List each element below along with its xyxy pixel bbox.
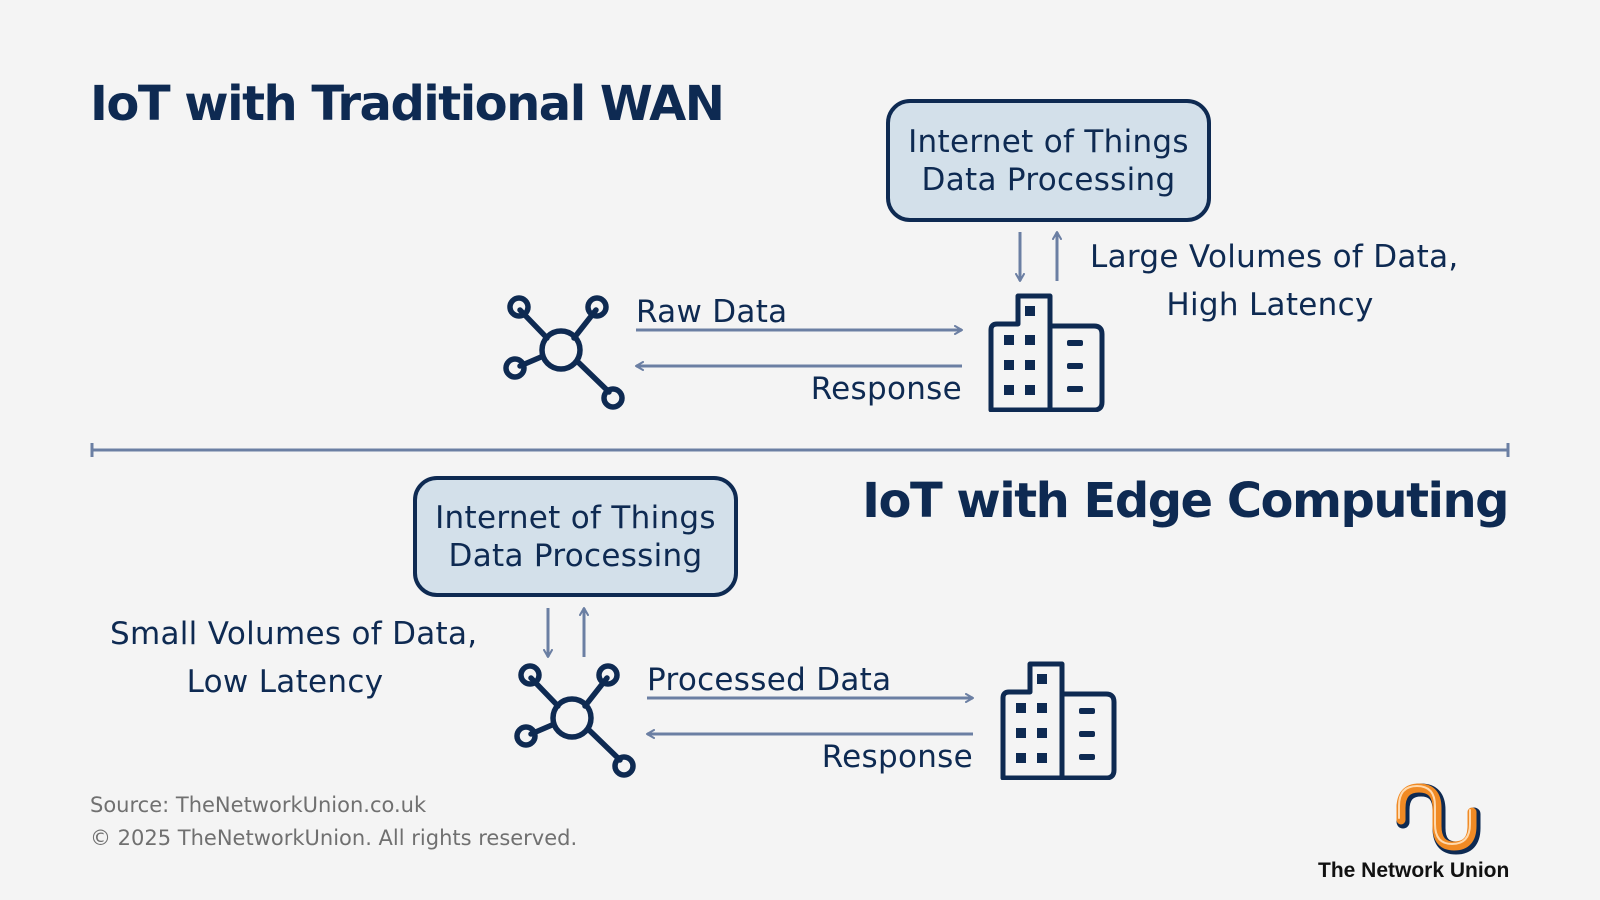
top-processing-box: Internet of Things Data Processing: [886, 99, 1211, 222]
top-latency-line1: Large Volumes of Data,: [1090, 239, 1459, 275]
bottom-latency-line1: Small Volumes of Data,: [110, 616, 478, 652]
top-processing-box-line1: Internet of Things: [908, 123, 1189, 160]
bottom-network-hub-icon: [517, 666, 633, 775]
top-raw-data-label: Raw Data: [636, 294, 788, 330]
top-response-label: Response: [810, 371, 962, 407]
top-latency-note: Large Volumes of Data, High Latency: [1090, 233, 1459, 329]
top-network-hub-icon: [506, 298, 622, 407]
bottom-latency-line2: Low Latency: [186, 664, 384, 700]
bottom-response-label: Response: [821, 739, 973, 775]
bottom-processed-data-label: Processed Data: [647, 662, 892, 698]
top-section-title: IoT with Traditional WAN: [90, 76, 725, 132]
bottom-processing-box-line1: Internet of Things: [435, 499, 716, 536]
bottom-processing-box: Internet of Things Data Processing: [413, 476, 738, 597]
bottom-office-building-icon: [1003, 664, 1114, 778]
section-divider: [90, 443, 1510, 457]
bottom-section-title: IoT with Edge Computing: [862, 473, 1509, 529]
bottom-processing-box-line2: Data Processing: [448, 537, 703, 574]
top-office-building-icon: [991, 296, 1102, 410]
top-latency-line2: High Latency: [1166, 287, 1374, 323]
top-processing-box-line2: Data Processing: [921, 161, 1176, 198]
copyright-text: © 2025 TheNetworkUnion. All rights reser…: [90, 826, 578, 850]
source-text: Source: TheNetworkUnion.co.uk: [90, 793, 427, 817]
network-union-logo-icon: [1396, 783, 1481, 855]
bottom-latency-note: Small Volumes of Data, Low Latency: [110, 610, 478, 706]
brand-name: The Network Union: [1318, 859, 1510, 882]
